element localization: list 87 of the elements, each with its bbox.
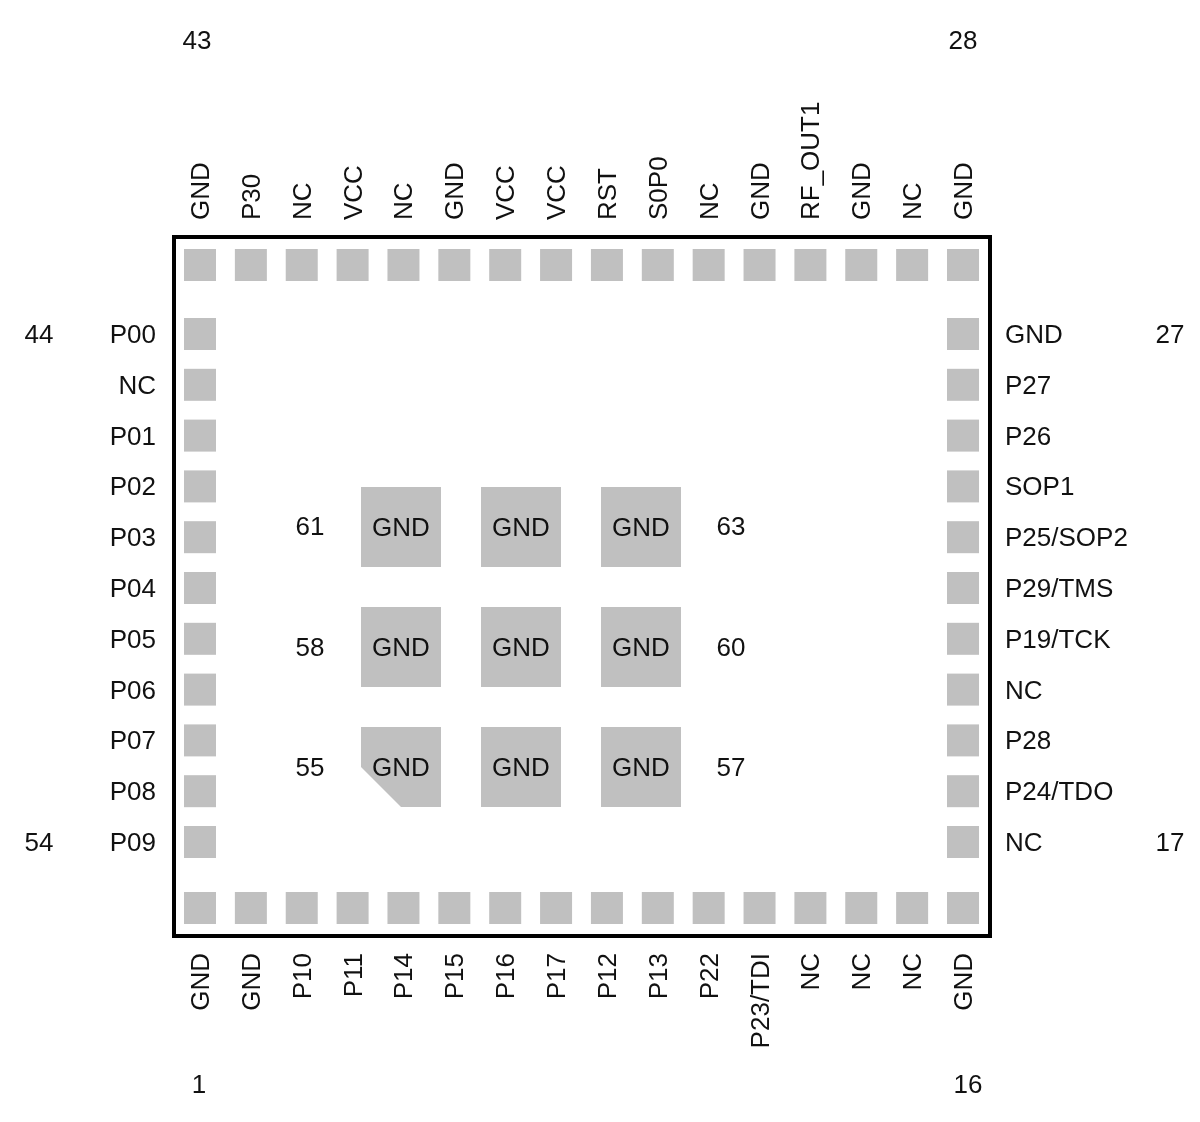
pin-number: 63	[716, 513, 746, 539]
pin-label: P16	[492, 953, 519, 1000]
ground-pad	[601, 487, 681, 567]
pin-label: NC	[390, 182, 417, 220]
pin-label: GND	[237, 953, 264, 1011]
pin-label: GND	[848, 162, 875, 220]
pin-label: P14	[390, 953, 417, 1000]
pin-label: P07	[109, 727, 156, 754]
pin-label: P00	[109, 321, 156, 347]
pin-label: P26	[1005, 422, 1052, 449]
pin-label: P29/TMS	[1005, 575, 1114, 601]
pin-label: P13	[644, 953, 671, 1000]
pin-label: GND	[746, 162, 773, 220]
pin-number: 16	[953, 1071, 983, 1097]
pad-label: GND	[372, 514, 430, 540]
pin-number: 60	[716, 634, 746, 660]
pin-number: 17	[1155, 829, 1185, 855]
pin-label: P05	[109, 625, 156, 652]
pin-label: RF_OUT1	[797, 101, 824, 220]
pin-number: 61	[295, 513, 325, 539]
pin-label: P06	[109, 676, 156, 703]
pin-label: NC	[288, 182, 315, 220]
pin-label: VCC	[543, 165, 570, 220]
pin-number: 58	[295, 634, 325, 660]
pin-label: P28	[1005, 727, 1052, 754]
pad-label: GND	[492, 754, 550, 780]
pin-number: 44	[24, 321, 54, 347]
pin-label: GND	[1005, 321, 1063, 347]
pin-label: P03	[109, 524, 156, 551]
pin-number: 55	[295, 754, 325, 780]
pin-label: NC	[797, 953, 824, 991]
pin-label: NC	[848, 953, 875, 991]
pad-label: GND	[492, 514, 550, 540]
pad-label: GND	[372, 634, 430, 660]
pin-label: NC	[118, 371, 156, 398]
pin-label: P11	[339, 953, 366, 998]
pin-label: P17	[543, 953, 570, 1000]
pin-label: VCC	[492, 165, 519, 220]
pin-label: P23/TDI	[746, 953, 773, 1049]
pin-number: 54	[24, 829, 54, 855]
pin-label: P24/TDO	[1005, 778, 1114, 805]
pin-label: SOP1	[1005, 473, 1075, 500]
ground-pad	[361, 727, 441, 807]
pin-label: P01	[109, 422, 156, 449]
pin-label: RST	[593, 168, 620, 220]
pad-label: GND	[612, 754, 670, 780]
ground-pad	[601, 607, 681, 687]
pin-label: P19/TCK	[1005, 625, 1111, 652]
pin-label: GND	[441, 162, 468, 220]
pad-label: GND	[492, 634, 550, 660]
ground-pad	[361, 487, 441, 567]
pin-number: 57	[716, 754, 746, 780]
pin-number: 28	[948, 27, 978, 53]
pin-label: NC	[899, 953, 926, 991]
pin-label: P09	[109, 829, 156, 855]
pin-label: P10	[288, 953, 315, 1000]
pad-label: GND	[612, 634, 670, 660]
pin-label: NC	[695, 182, 722, 220]
pin-label: P27	[1005, 371, 1052, 398]
ground-pad	[481, 607, 561, 687]
pin-label: P25/SOP2	[1005, 524, 1128, 551]
module-outline	[172, 235, 992, 938]
pin-label: GND	[950, 162, 976, 220]
pin-number: 43	[182, 27, 212, 53]
pin-number: 1	[191, 1071, 207, 1097]
pin-label: GND	[187, 162, 213, 220]
pad-label: GND	[372, 754, 430, 780]
ground-pad	[481, 487, 561, 567]
pin-label: P12	[593, 953, 620, 1000]
pin-number: 27	[1155, 321, 1185, 347]
pin-label: P08	[109, 778, 156, 805]
ground-pad	[601, 727, 681, 807]
pin-label: NC	[899, 182, 926, 220]
pad-label: GND	[612, 514, 670, 540]
pin-label: P15	[441, 953, 468, 1000]
pin-label: P02	[109, 473, 156, 500]
pin-label: VCC	[339, 165, 366, 220]
ground-pad	[361, 607, 441, 687]
pin-label: P30	[237, 173, 264, 220]
pin-label: NC	[1005, 829, 1043, 855]
pin-label: P22	[695, 953, 722, 1000]
pin-label: S0P0	[644, 156, 671, 220]
pin-label: GND	[950, 953, 976, 1011]
pin-label: GND	[187, 953, 213, 1011]
pin-label: P04	[109, 575, 156, 601]
pin-label: NC	[1005, 676, 1043, 703]
ground-pad	[481, 727, 561, 807]
